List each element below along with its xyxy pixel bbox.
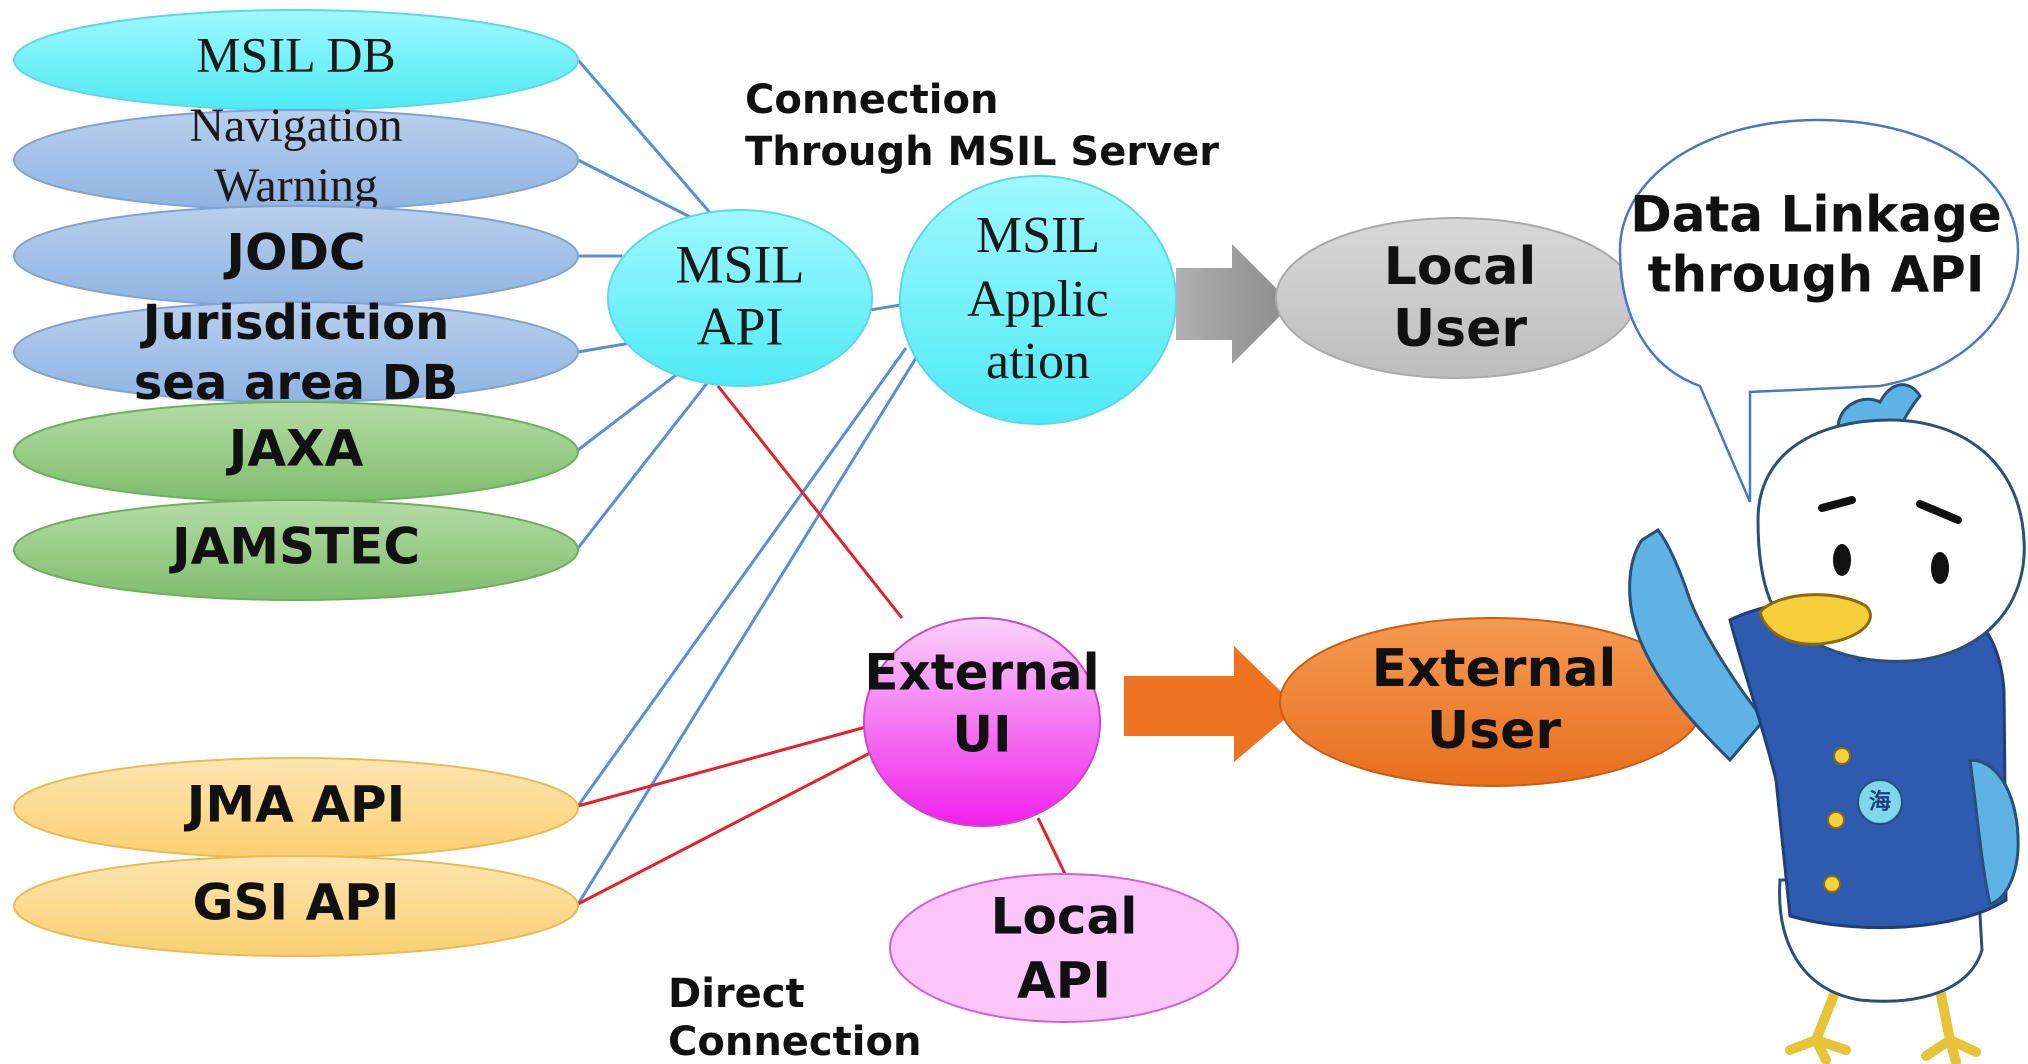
mascot-left-leg xyxy=(1785,985,1851,1064)
mascot-beak xyxy=(1758,593,1872,646)
external-user-label-1: External xyxy=(1372,639,1617,699)
source-jodc: JODC xyxy=(13,205,579,307)
msil-app-label-2: Applic xyxy=(967,271,1109,328)
node-external-ui: External UI xyxy=(863,617,1101,827)
local-api-label-1: Local xyxy=(991,888,1138,946)
through-server-label-1: Connection xyxy=(745,77,998,123)
arrow-to-external-user xyxy=(1124,646,1298,762)
source-jurisdiction-label-1: Jurisdiction xyxy=(140,295,450,351)
local-user-label-2: User xyxy=(1393,299,1527,359)
source-navigation-warning-label-2: Warning xyxy=(214,159,378,212)
source-jaxa-label: JAXA xyxy=(226,420,364,478)
mascot-right-leg xyxy=(1921,985,1981,1064)
node-external-user: External User xyxy=(1279,617,1705,787)
external-ui-label-2: UI xyxy=(952,706,1011,764)
mascot-button-3 xyxy=(1823,875,1841,893)
line-jamstec-msilapi xyxy=(576,381,710,549)
data-sources: MSIL DB Navigation Warning JODC Jurisdic… xyxy=(13,9,579,957)
speech-bubble: Data Linkage through API xyxy=(1618,118,2020,503)
msil-app-label-3: ation xyxy=(986,333,1090,390)
node-local-api: Local API xyxy=(889,873,1239,1023)
source-jma-api-label: JMA API xyxy=(184,776,405,834)
line-msildb-msilapi xyxy=(576,59,714,216)
line-jma-externalui xyxy=(577,725,867,808)
source-jamstec: JAMSTEC xyxy=(13,499,579,601)
speech-bubble-text-2: through API xyxy=(1648,246,1985,304)
line-gsi-msilapp xyxy=(576,357,918,905)
connector-lines xyxy=(576,59,1070,906)
through-server-label-2: Through MSIL Server xyxy=(745,129,1219,175)
external-ui-label-1: External xyxy=(864,644,1099,702)
source-msil-db: MSIL DB xyxy=(13,9,579,111)
mascot-badge xyxy=(1857,779,1903,825)
msil-api-label-2: API xyxy=(696,296,783,356)
mascot-right-wing xyxy=(1968,758,2020,906)
mascot-bird-illustration: 海 xyxy=(1628,383,2026,1064)
node-msil-api: MSIL API xyxy=(607,209,873,387)
source-navigation-warning: Navigation Warning xyxy=(13,99,579,212)
arrow-to-local-user xyxy=(1176,244,1292,364)
mascot-raised-wing xyxy=(1628,527,1766,763)
source-gsi-api: GSI API xyxy=(13,855,579,957)
source-jurisdiction: Jurisdiction sea area DB xyxy=(13,295,579,411)
source-jodc-label: JODC xyxy=(223,224,365,282)
msil-api-label-1: MSIL xyxy=(675,234,804,294)
source-jamstec-label: JAMSTEC xyxy=(169,518,420,576)
external-user-label-2: User xyxy=(1427,701,1561,761)
mascot-badge-text: 海 xyxy=(1869,789,1891,815)
line-msilapi-externalui xyxy=(716,385,904,619)
mascot-button-2 xyxy=(1827,811,1845,829)
line-jma-msilapp xyxy=(576,347,908,807)
mascot-left-eye xyxy=(1833,544,1851,576)
line-externalui-localapi xyxy=(1036,817,1070,881)
mascot-button-1 xyxy=(1833,747,1851,765)
mascot-eyebrows xyxy=(1818,496,1962,524)
connection-labels: Connection Through MSIL Server Direct Co… xyxy=(668,77,1219,1064)
source-jaxa: JAXA xyxy=(13,401,579,503)
line-gsi-externalui xyxy=(577,750,873,906)
node-local-user: Local User xyxy=(1275,217,1637,379)
source-jma-api: JMA API xyxy=(13,757,579,859)
speech-bubble-text-1: Data Linkage xyxy=(1630,186,2002,244)
node-msil-application: MSIL Applic ation xyxy=(899,175,1177,425)
local-api-label-2: API xyxy=(1017,952,1111,1010)
local-user-label-1: Local xyxy=(1384,237,1537,297)
source-msil-db-label: MSIL DB xyxy=(196,26,396,82)
direct-connection-label-2: Connection xyxy=(668,1019,921,1064)
source-gsi-api-label: GSI API xyxy=(192,874,399,932)
line-navwarn-msilapi xyxy=(577,158,701,224)
msil-app-label-1: MSIL xyxy=(976,207,1100,264)
direct-connection-label-1: Direct xyxy=(668,971,805,1017)
source-navigation-warning-label-1: Navigation xyxy=(189,99,402,152)
mascot-right-eye xyxy=(1931,552,1949,584)
line-jaxa-msilapi xyxy=(577,370,681,452)
